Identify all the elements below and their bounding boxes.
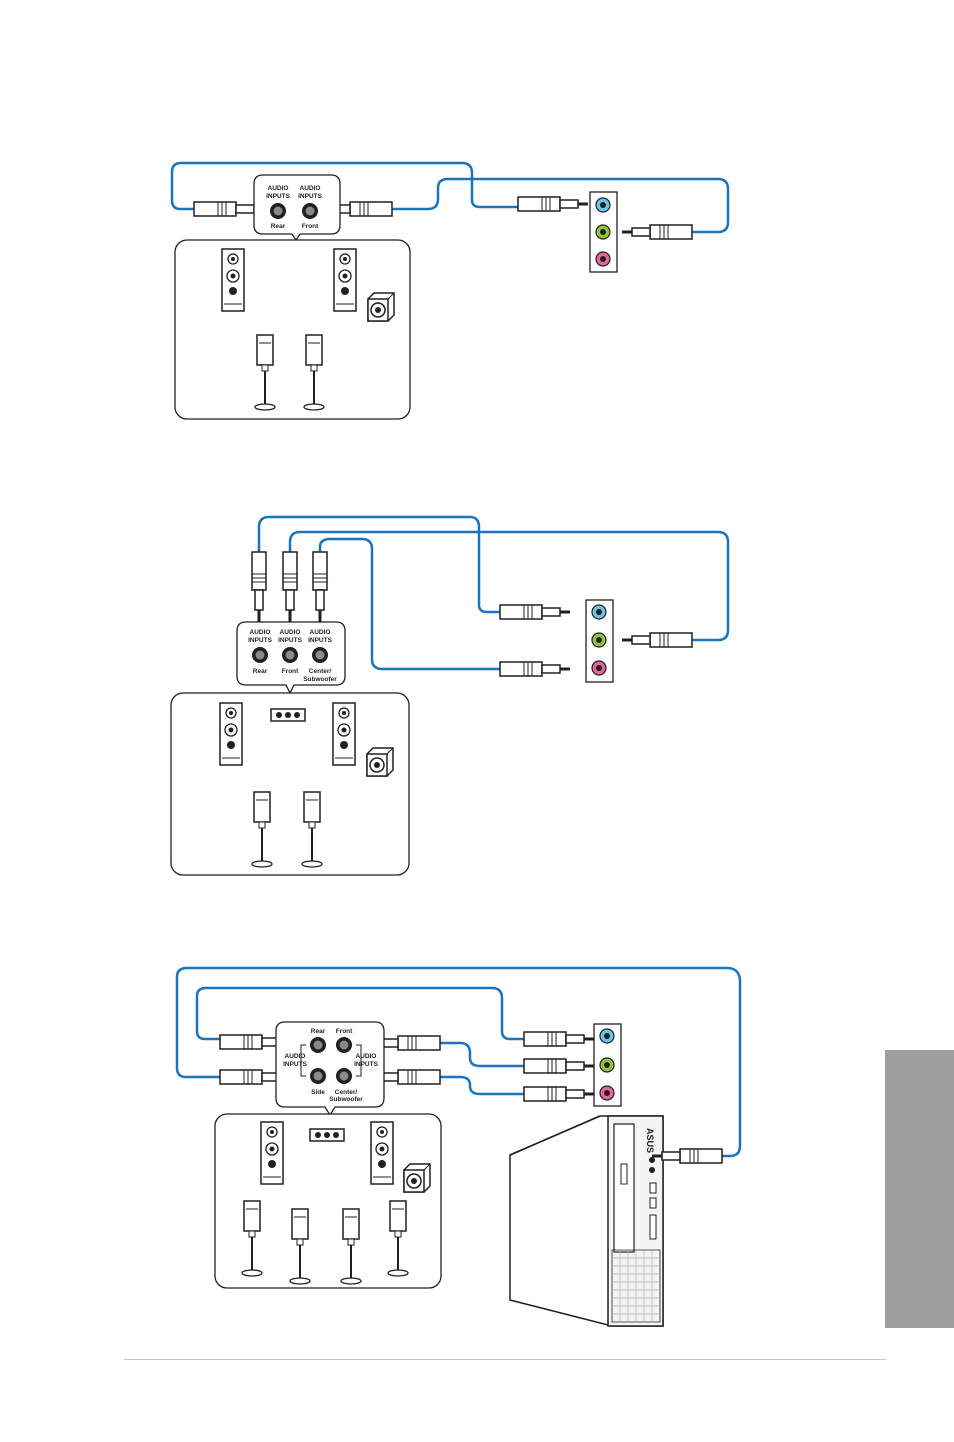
mic-in-plug-2	[500, 662, 570, 676]
center-speaker-3	[310, 1129, 344, 1141]
rear-label-2: Rear	[253, 668, 268, 675]
front-input-jack-3	[336, 1037, 352, 1053]
front-left-speaker	[222, 249, 244, 311]
rear-label: Rear	[271, 223, 286, 230]
center-label-3: Center/	[335, 1089, 358, 1096]
line-in-plug-3	[524, 1032, 594, 1046]
audio-port-panel-2	[586, 600, 613, 682]
audio-inputs-a2: INPUTS	[248, 637, 273, 644]
subwoofer-label-2: Subwoofer	[303, 676, 337, 683]
audio-inputs-b2: INPUTS	[278, 637, 303, 644]
audio-inputs-c2: INPUTS	[308, 637, 333, 644]
audio-inputs-label-2: AUDIO	[300, 185, 321, 192]
front-label-2: Front	[282, 668, 299, 675]
rear-plug-2	[252, 552, 266, 622]
audio-inputs-right-3b: INPUTS	[354, 1061, 379, 1068]
diagram-8-channel: Rear Front AUDIO INPUTS AUDIO INPUTS Sid…	[177, 968, 740, 1326]
front-left-speaker-3	[261, 1122, 283, 1184]
center-input-jack-3	[336, 1068, 352, 1084]
audio-port-panel-3	[594, 1024, 621, 1106]
audio-inputs-right-3: AUDIO	[356, 1053, 377, 1060]
footer-rule	[124, 1359, 886, 1360]
front-label: Front	[302, 223, 319, 230]
cable-center-3	[440, 1077, 524, 1094]
center-plug-2	[313, 552, 327, 622]
front-right-speaker-2	[333, 703, 355, 765]
audio-inputs-label-1: AUDIO	[268, 185, 289, 192]
diagram-4-channel: AUDIO INPUTS AUDIO INPUTS Rear Front	[172, 163, 728, 419]
audio-inputs-label-1b: INPUTS	[266, 193, 291, 200]
pc-tower: ASUS	[510, 1116, 663, 1326]
side-input-jack-3	[310, 1068, 326, 1084]
speaker-box	[175, 240, 410, 419]
line-out-plug-2	[622, 633, 692, 647]
audio-inputs-left-3b: INPUTS	[283, 1061, 308, 1068]
cable-front-2	[290, 532, 728, 640]
line-out-plug-3	[524, 1059, 594, 1073]
subwoofer-label-3: Subwoofer	[329, 1096, 363, 1103]
line-in-plug-2	[500, 605, 570, 619]
cable-center-2	[320, 539, 500, 669]
audio-port-panel	[590, 192, 617, 272]
front-label-3: Front	[336, 1028, 353, 1035]
front-right-speaker-3	[371, 1122, 393, 1184]
center-input-jack-2	[312, 647, 328, 663]
diagram-6-channel: AUDIO INPUTS AUDIO INPUTS AUDIO INPUTS R…	[171, 517, 728, 875]
cable-front-3	[440, 1043, 524, 1066]
mic-in-plug-3	[524, 1087, 594, 1101]
front-left-speaker-2	[220, 703, 242, 765]
audio-inputs-b: AUDIO	[280, 629, 301, 636]
front-input-jack	[302, 203, 318, 219]
subwoofer-3	[404, 1164, 430, 1192]
center-speaker-2	[271, 709, 305, 721]
subwoofer-2	[367, 748, 393, 776]
audio-inputs-left-3: AUDIO	[285, 1053, 306, 1060]
chapter-tab	[885, 1050, 954, 1328]
front-input-jack-2	[282, 647, 298, 663]
center-label-2: Center/	[309, 668, 332, 675]
rear-label-3: Rear	[311, 1028, 326, 1035]
side-label-3: Side	[311, 1089, 325, 1096]
line-in-plug	[518, 197, 588, 211]
front-plug-2	[283, 552, 297, 622]
audio-inputs-c: AUDIO	[310, 629, 331, 636]
rear-input-jack	[270, 203, 286, 219]
line-out-plug	[622, 225, 692, 239]
rear-input-jack-2	[252, 647, 268, 663]
front-right-speaker	[334, 249, 356, 311]
audio-inputs-label-2b: INPUTS	[298, 193, 323, 200]
audio-inputs-a: AUDIO	[250, 629, 271, 636]
subwoofer	[368, 293, 394, 321]
rear-input-jack-3	[310, 1037, 326, 1053]
brand-logo: ASUS	[645, 1128, 655, 1153]
